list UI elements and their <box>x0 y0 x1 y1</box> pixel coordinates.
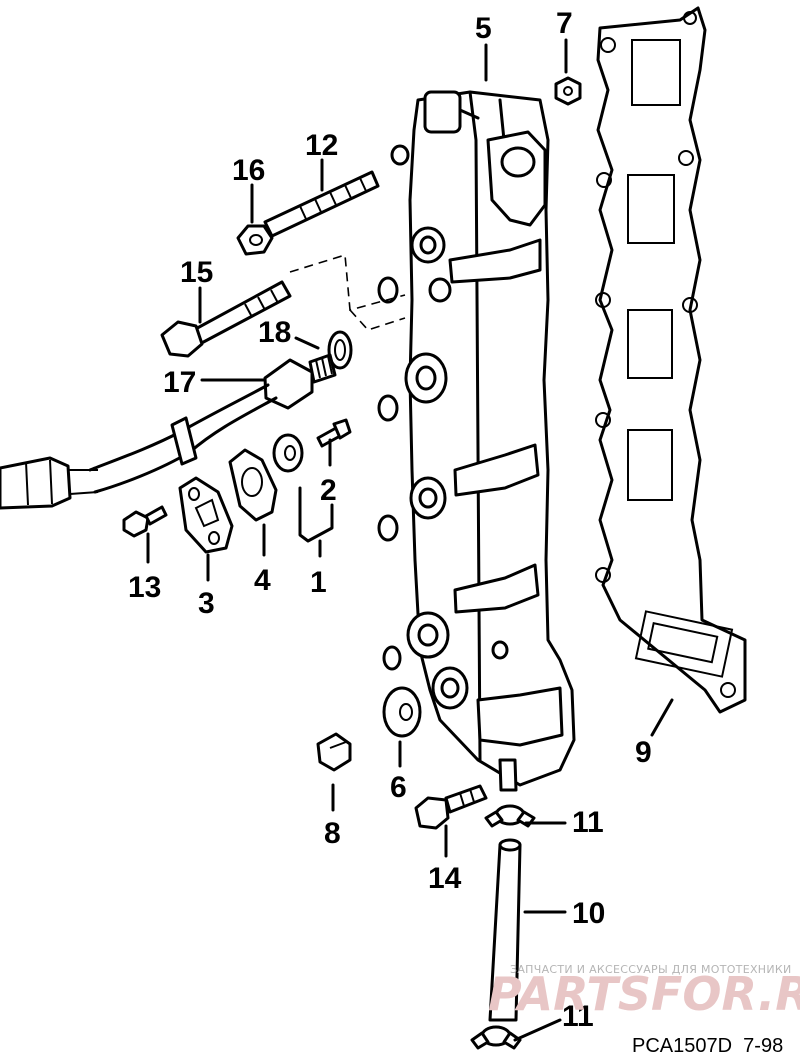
temperature-sensor <box>88 353 337 494</box>
callout-15: 15 <box>180 256 213 289</box>
drawing-code: PCA1507D 7-98 <box>632 1035 783 1057</box>
callout-18: 18 <box>258 316 291 349</box>
callout-12: 12 <box>305 129 338 162</box>
callout-9: 9 <box>635 736 652 769</box>
alignment-line <box>289 253 406 331</box>
nut <box>554 76 582 106</box>
stud <box>263 170 380 238</box>
sensor-gasket <box>228 448 278 522</box>
callout-11b: 11 <box>562 1000 594 1033</box>
callout-14: 14 <box>428 862 462 895</box>
callout-11a: 11 <box>572 806 604 839</box>
watermark: ЗАПЧАСТИ И АКСЕССУАРЫ ДЛЯ МОТОТЕХНИКИ PA… <box>488 963 800 1021</box>
gasket <box>595 6 747 714</box>
spacer <box>272 433 304 473</box>
washer <box>382 686 422 738</box>
callout-17: 17 <box>163 366 196 399</box>
callout-6: 6 <box>390 771 407 804</box>
small-screw <box>122 505 168 538</box>
hose-clamp-bottom <box>470 1025 522 1050</box>
watermark-tagline: ЗАПЧАСТИ И АКСЕССУАРЫ ДЛЯ МОТОТЕХНИКИ <box>510 963 792 976</box>
callout-10: 10 <box>572 897 605 930</box>
callout-labels: 1 2 3 4 5 6 7 8 9 10 11 11 12 13 14 15 1… <box>128 7 652 1033</box>
callout-4: 4 <box>254 564 271 597</box>
stud-nut <box>236 224 274 256</box>
leader-lines <box>146 38 674 1042</box>
callout-2: 2 <box>320 474 337 507</box>
wire-connector <box>0 456 99 510</box>
plug <box>316 732 352 772</box>
short-bolt <box>414 784 488 830</box>
hose-clamp-top <box>484 804 536 828</box>
callout-7: 7 <box>556 7 573 40</box>
o-ring <box>327 330 353 370</box>
exhaust-cover <box>377 90 576 792</box>
hose <box>488 838 522 1022</box>
callout-5: 5 <box>475 12 492 45</box>
callout-8: 8 <box>324 817 341 850</box>
callout-13: 13 <box>128 571 161 604</box>
long-bolt <box>160 280 292 358</box>
cover-plate <box>178 476 234 554</box>
callout-1: 1 <box>310 566 327 599</box>
screw <box>316 418 352 448</box>
watermark-brand: PARTSFOR.RU <box>488 967 800 1021</box>
callout-16: 16 <box>232 154 265 187</box>
callout-3: 3 <box>198 587 215 620</box>
